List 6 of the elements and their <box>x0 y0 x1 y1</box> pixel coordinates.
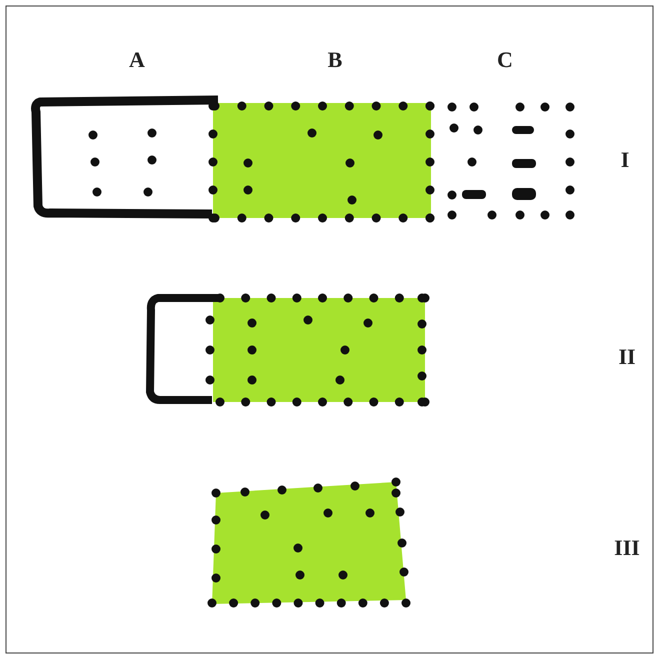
column-label: C <box>497 49 513 71</box>
row-label: I <box>620 149 630 171</box>
row-label: III <box>614 537 640 559</box>
column-label: B <box>328 49 342 71</box>
row-label: II <box>618 346 636 368</box>
column-label: A <box>129 49 145 71</box>
